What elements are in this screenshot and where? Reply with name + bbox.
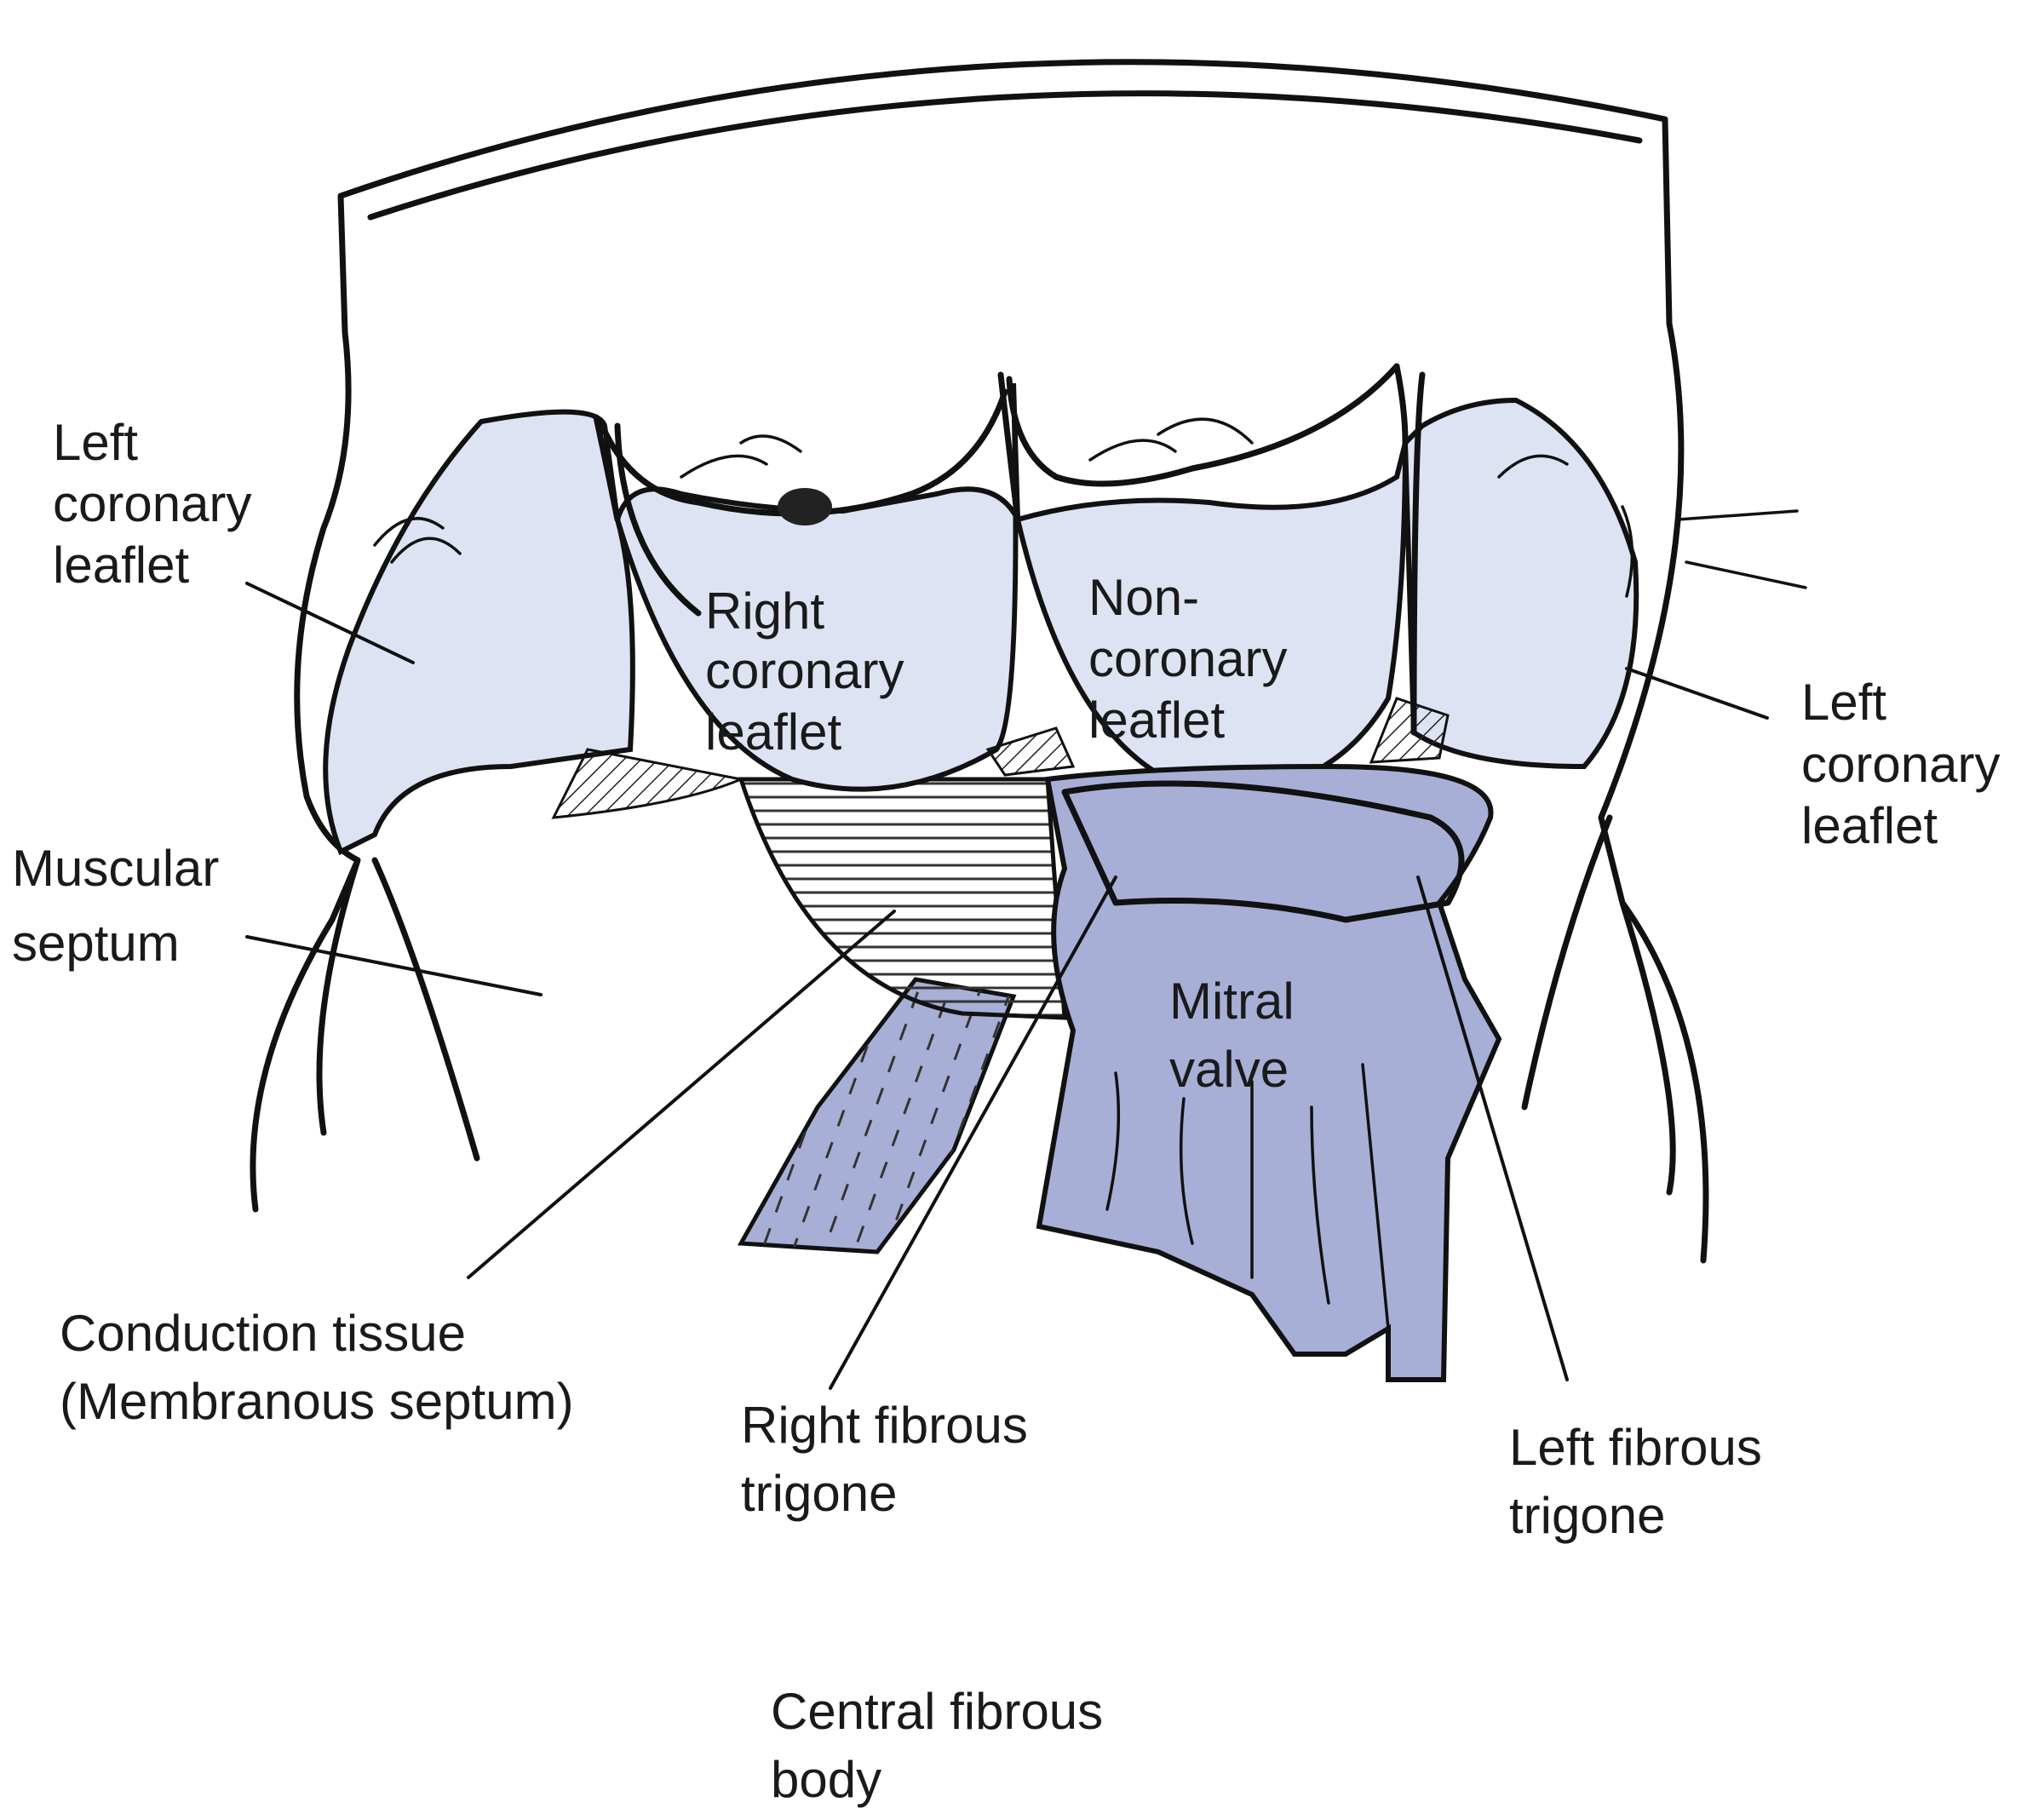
label-left-fibrous-trigone: Left fibrous trigone — [1509, 1419, 1777, 1544]
label-right-fibrous-trigone: Right fibrous trigone — [741, 1397, 1042, 1522]
mitral-valve-shape — [1036, 763, 1502, 1382]
aortic-root-outer-wall — [250, 59, 1709, 1264]
non-coronary-leaflet-shape — [1014, 442, 1408, 795]
left-coronary-leaflet-right-shape — [1402, 397, 1639, 770]
label-right-coronary-leaflet: Right coronary leaflet — [705, 583, 918, 761]
left-coronary-leaflet-left-shape — [323, 409, 635, 856]
label-left-coronary-leaflet-right: Left coronary leaflet — [1801, 674, 2014, 854]
leader-left-coronary-left — [245, 582, 415, 664]
aortic-root-wall — [250, 59, 1709, 1264]
label-non-coronary-leaflet: Non- coronary leaflet — [1088, 569, 1301, 749]
leader-right-trigone — [829, 875, 1117, 1390]
label-conduction-tissue: Conduction tissue (Membranous septum) — [60, 1305, 574, 1430]
right-fibrous-trigone-shape — [737, 977, 1017, 1254]
leaflets — [323, 363, 1807, 856]
right-coronary-leaflet-shape — [614, 382, 1020, 792]
label-central-fibrous-body: Central fibrous body — [771, 1683, 1117, 1808]
label-muscular-septum: Muscular septum — [12, 840, 233, 972]
leader-conduction-tissue — [467, 910, 896, 1279]
leader-left-coronary-right — [1625, 667, 1769, 720]
labels: Left coronary leaflet Right coronary lea… — [12, 414, 2014, 1808]
right-coronary-ostium — [778, 488, 832, 525]
membranous-septum-shape — [738, 777, 1067, 1020]
leader-lines — [245, 582, 1769, 1390]
label-left-coronary-leaflet-left: Left coronary leaflet — [53, 414, 266, 594]
label-mitral-valve: Mitral valve — [1169, 973, 1308, 1098]
leader-muscular-septum — [245, 935, 543, 996]
leader-left-trigone — [1416, 875, 1569, 1381]
